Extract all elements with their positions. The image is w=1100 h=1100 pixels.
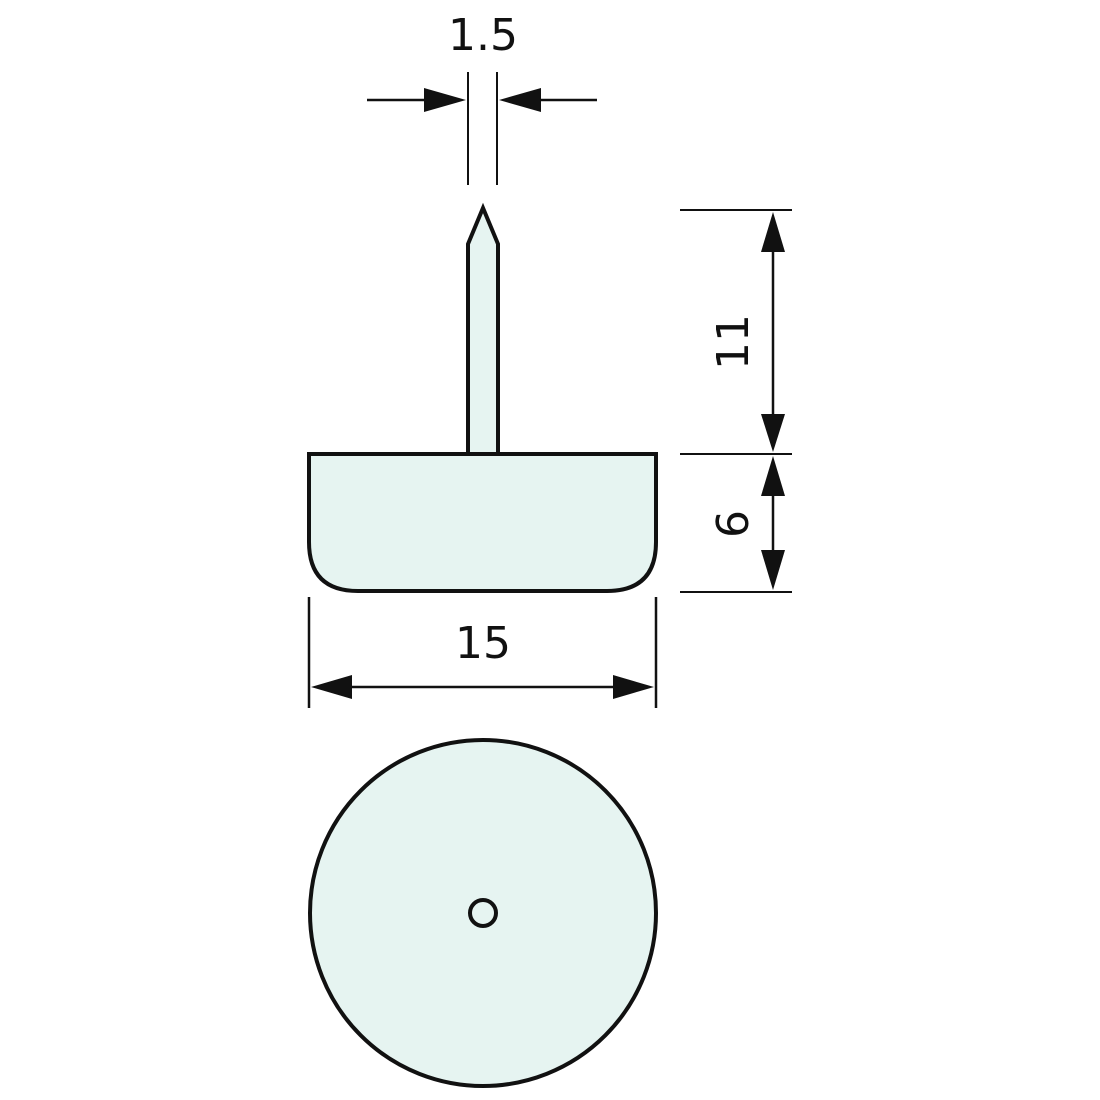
dimension-label-6: 6 [708, 510, 759, 538]
dimension-label-11: 11 [708, 314, 759, 370]
bottom-view [308, 738, 658, 1088]
dimension-nail-diameter: 1.5 [367, 10, 597, 185]
glide-base-shape [307, 452, 658, 593]
nail-hole-circle [468, 898, 498, 928]
nail-shape [466, 202, 500, 454]
dimension-label-15: 15 [455, 618, 511, 669]
dimension-base-width: 15 [307, 597, 658, 708]
dimension-heights: 11 6 [680, 209, 792, 593]
side-view [307, 202, 658, 593]
dimension-label-1-5: 1.5 [448, 10, 518, 61]
